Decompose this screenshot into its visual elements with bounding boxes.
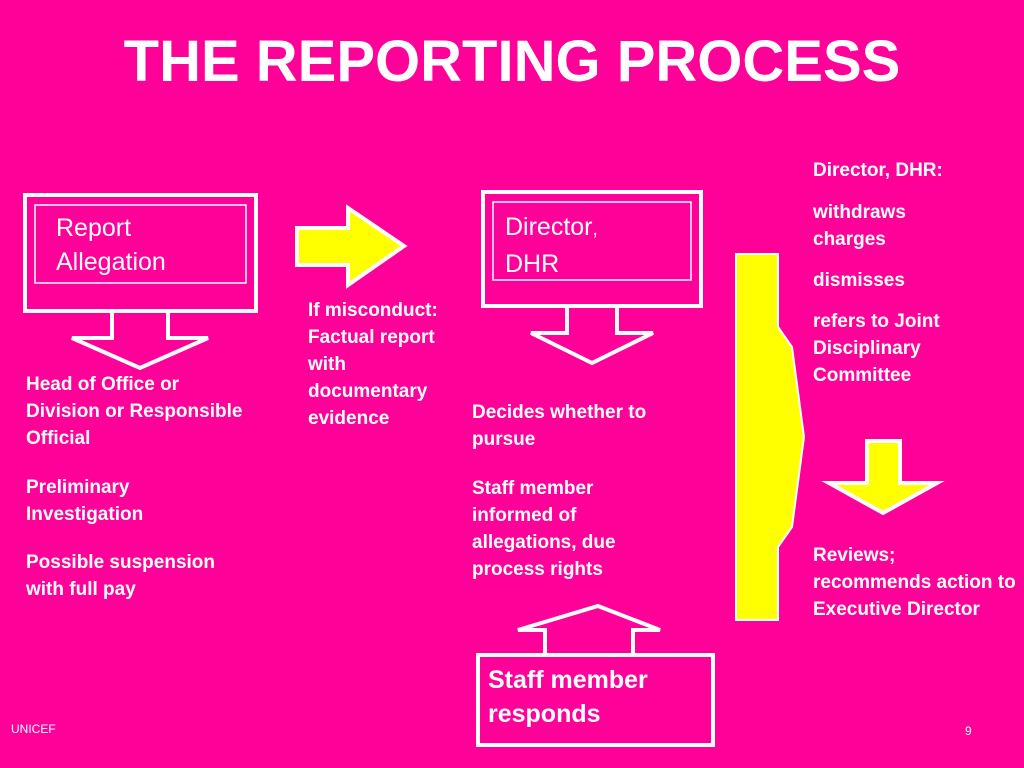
staff-responds-label: Staff member responds: [488, 663, 648, 731]
director-label-main: Director: [505, 213, 593, 241]
down-arrow-report: [71, 309, 209, 371]
footer-org: UNICEF: [11, 722, 56, 736]
staff-responds-box: [476, 653, 715, 747]
director-label-line2: DHR: [505, 250, 560, 278]
right-jdc-result: Reviews; recommends action to Executive …: [813, 545, 1016, 620]
misconduct-note: If misconduct: Factual report with docum…: [308, 300, 438, 429]
middle-item-decides: Decides whether to pursue: [472, 402, 647, 450]
left-item-head-of-office: Head of Office or Division or Responsibl…: [26, 374, 243, 449]
director-box-inner: [492, 201, 692, 281]
report-allegation-line2: Allegation: [56, 248, 166, 276]
page-title: THE REPORTING PROCESS: [123, 29, 901, 94]
footer-page-number: 9: [965, 724, 972, 738]
director-dhr-label: Director, DHR: [505, 210, 598, 281]
report-allegation-line1: Report: [56, 214, 132, 242]
left-item-possible-suspension: Possible suspension with full pay: [26, 552, 215, 600]
director-label-comma: ,: [592, 219, 598, 240]
down-arrow-director: [530, 304, 654, 366]
right-option-refers: refers to Joint Disciplinary Committee: [813, 311, 940, 386]
right-arrow-yellow: [295, 204, 408, 289]
big-right-arrow-yellow: [735, 253, 806, 621]
right-option-withdraws: withdraws charges: [813, 202, 906, 250]
report-allegation-box-inner: [34, 204, 247, 284]
staff-responds-line1: Staff member: [488, 666, 648, 694]
left-item-preliminary-investigation: Preliminary Investigation: [26, 477, 144, 525]
down-arrow-yellow: [821, 439, 945, 516]
right-option-dismisses: dismisses: [813, 270, 905, 291]
report-allegation-label: Report Allegation: [56, 211, 166, 279]
staff-responds-line2: responds: [488, 700, 601, 728]
right-header: Director, DHR:: [813, 160, 943, 181]
up-arrow-staff: [517, 603, 661, 657]
middle-item-staff-informed: Staff member informed of allegations, du…: [472, 478, 616, 580]
